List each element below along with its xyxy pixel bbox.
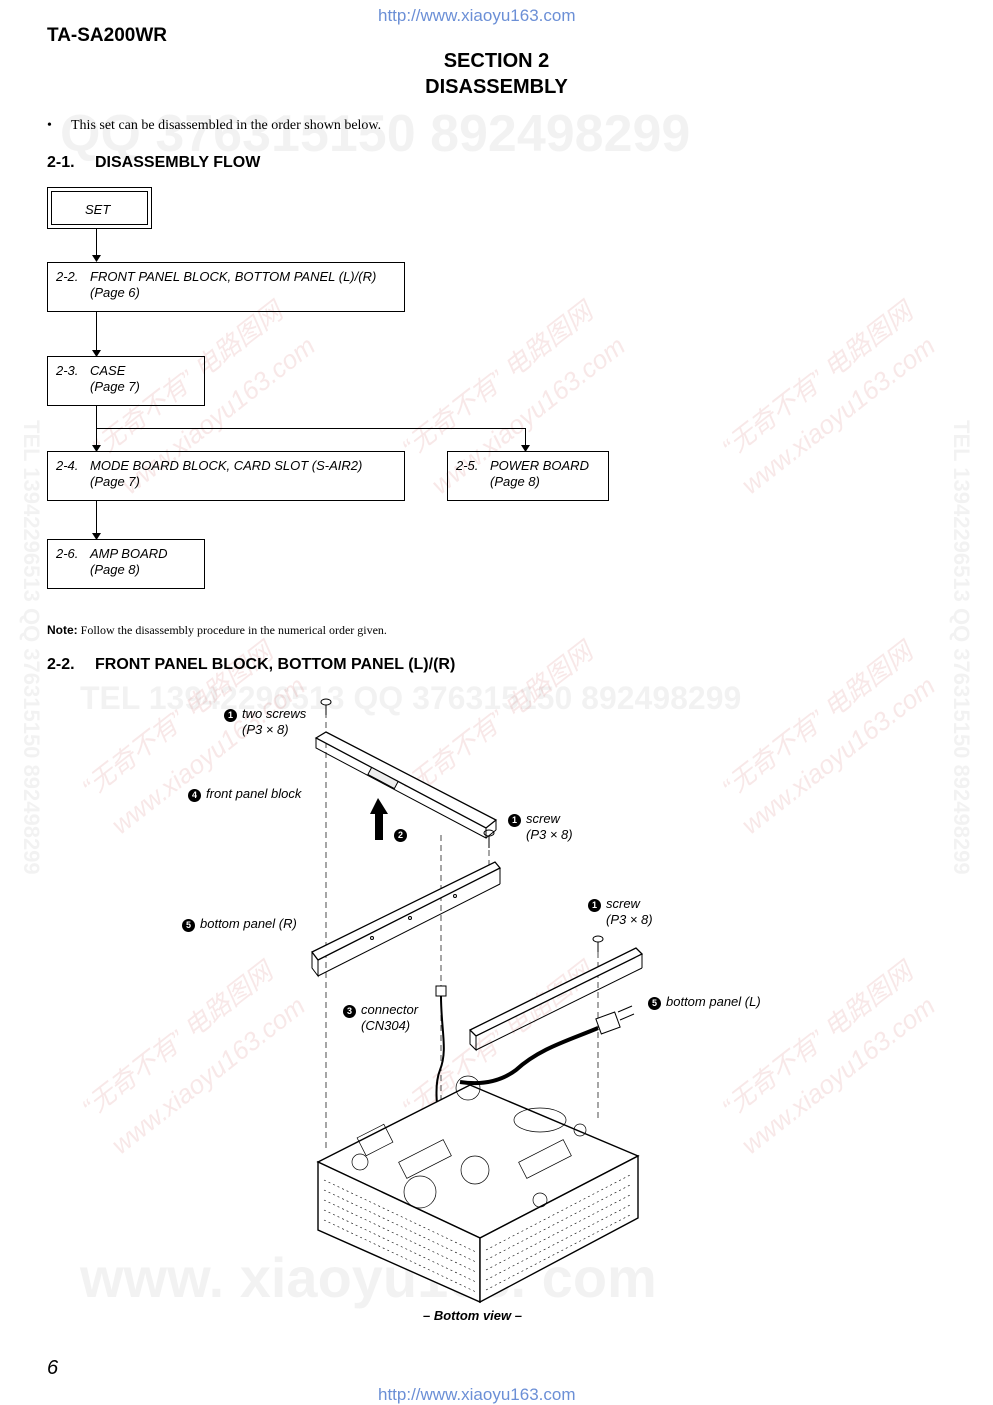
step-number-icon: 5 bbox=[182, 919, 195, 932]
callout-two-screws: 1 two screws (P3 × 8) bbox=[224, 706, 306, 737]
flow-box-title: CASE bbox=[90, 363, 126, 378]
flow-box-page: (Page 7) bbox=[90, 474, 140, 489]
callout-spec: (CN304) bbox=[361, 1018, 411, 1033]
flow-arrowhead bbox=[92, 533, 101, 540]
step-number-icon: 5 bbox=[648, 997, 661, 1010]
flow-box-2-5: 2-5. POWER BOARD (Page 8) bbox=[447, 451, 609, 501]
callout-connector: 3 connector (CN304) bbox=[343, 1002, 418, 1033]
flow-connector bbox=[96, 312, 97, 356]
flow-box-2-2: 2-2. FRONT PANEL BLOCK, BOTTOM PANEL (L)/… bbox=[47, 262, 405, 312]
flow-box-number: 2-4. bbox=[56, 458, 79, 473]
page-number: 6 bbox=[47, 1357, 59, 1379]
flow-heading-text: DISASSEMBLY FLOW bbox=[95, 154, 261, 171]
footer-url-link[interactable]: http://www.xiaoyu163.com bbox=[378, 1385, 576, 1404]
bullet: • bbox=[47, 118, 52, 133]
watermark-tel: TEL 13942296513 QQ 376315150 892498299 bbox=[80, 680, 742, 716]
watermark-side-left: TEL 13942296513 QQ 376315150 892498299 bbox=[19, 420, 44, 875]
watermark-side-right: TEL 13942296513 QQ 376315150 892498299 bbox=[949, 420, 974, 875]
callout-label: bottom panel (L) bbox=[666, 994, 761, 1009]
callout-label: connector bbox=[361, 1002, 419, 1017]
model-number: TA-SA200WR bbox=[47, 25, 167, 46]
flow-box-2-4: 2-4. MODE BOARD BLOCK, CARD SLOT (S-AIR2)… bbox=[47, 451, 405, 501]
step-number-icon: 3 bbox=[343, 1005, 356, 1018]
exploded-view-diagram bbox=[311, 698, 644, 1304]
flow-arrowhead bbox=[92, 255, 101, 262]
callout-label: screw bbox=[606, 896, 640, 911]
panel-heading: 2-2. FRONT PANEL BLOCK, BOTTOM PANEL (L)/… bbox=[47, 656, 455, 674]
callout-label: front panel block bbox=[206, 786, 302, 801]
flow-connector bbox=[96, 428, 526, 429]
flow-box-number: 2-3. bbox=[56, 363, 79, 378]
callout-screw-bottom-l: 1 screw (P3 × 8) bbox=[588, 896, 653, 927]
step-number-icon: 2 bbox=[394, 829, 407, 842]
callout-spec: (P3 × 8) bbox=[606, 912, 653, 927]
flow-box-2-3: 2-3. CASE (Page 7) bbox=[47, 356, 205, 406]
step-number-icon: 1 bbox=[508, 814, 521, 827]
callout-label: bottom panel (R) bbox=[200, 916, 297, 931]
step-number-icon: 4 bbox=[188, 789, 201, 802]
flow-box-title: AMP BOARD bbox=[90, 546, 168, 561]
flow-box-page: (Page 7) bbox=[90, 379, 140, 394]
panel-heading-text: FRONT PANEL BLOCK, BOTTOM PANEL (L)/(R) bbox=[95, 656, 456, 673]
flow-box-set: SET bbox=[47, 187, 152, 229]
watermark-qq: QQ 376315150 892498299 bbox=[60, 105, 691, 163]
note-text: Follow the disassembly procedure in the … bbox=[80, 623, 387, 637]
flow-box-number: 2-2. bbox=[56, 269, 79, 284]
screw-top bbox=[320, 698, 332, 715]
flow-box-title: MODE BOARD BLOCK, CARD SLOT (S-AIR2) bbox=[90, 458, 363, 473]
flow-arrowhead bbox=[521, 445, 530, 452]
flow-box-title: POWER BOARD bbox=[490, 458, 589, 473]
note-label: Note: bbox=[47, 623, 78, 637]
flow-connector bbox=[96, 501, 97, 539]
screw-left-panel bbox=[592, 935, 604, 952]
callout-bottom-panel-l: 5 bottom panel (L) bbox=[648, 994, 761, 1010]
callout-bottom-panel-r: 5 bottom panel (R) bbox=[182, 916, 297, 932]
intro-sentence: This set can be disassembled in the orde… bbox=[71, 118, 382, 133]
flow-box-page: (Page 8) bbox=[490, 474, 540, 489]
flow-arrowhead bbox=[92, 350, 101, 357]
flow-arrowhead bbox=[92, 445, 101, 452]
flow-box-2-6: 2-6. AMP BOARD (Page 8) bbox=[47, 539, 205, 589]
flow-connector bbox=[525, 428, 526, 451]
flow-heading-number: 2-1. bbox=[47, 154, 75, 171]
panel-heading-number: 2-2. bbox=[47, 656, 75, 673]
flow-box-number: 2-5. bbox=[456, 458, 479, 473]
callout-front-panel-block: 4 front panel block bbox=[188, 786, 301, 802]
note: Note: Follow the disassembly procedure i… bbox=[47, 623, 387, 638]
callout-step-2: 2 bbox=[394, 826, 412, 842]
flow-connector bbox=[96, 229, 97, 261]
flow-heading: 2-1. DISASSEMBLY FLOW bbox=[47, 154, 260, 172]
section-number: SECTION 2 bbox=[443, 50, 550, 72]
flow-box-page: (Page 8) bbox=[90, 562, 140, 577]
step-number-icon: 1 bbox=[588, 899, 601, 912]
header-url-link[interactable]: http://www.xiaoyu163.com bbox=[378, 6, 576, 25]
callout-label: screw bbox=[526, 811, 560, 826]
diagram-caption: – Bottom view – bbox=[423, 1308, 522, 1323]
section-title: DISASSEMBLY bbox=[425, 76, 568, 98]
callout-spec: (P3 × 8) bbox=[242, 722, 289, 737]
intro-text: • This set can be disassembled in the ord… bbox=[47, 118, 381, 134]
flow-box-title: FRONT PANEL BLOCK, BOTTOM PANEL (L)/(R) bbox=[90, 269, 377, 284]
flow-box-number: 2-6. bbox=[56, 546, 79, 561]
step-number-icon: 1 bbox=[224, 709, 237, 722]
callout-spec: (P3 × 8) bbox=[526, 827, 573, 842]
flow-box-set-label: SET bbox=[85, 202, 111, 217]
callout-screw-front: 1 screw (P3 × 8) bbox=[508, 811, 573, 842]
callout-label: two screws bbox=[242, 706, 307, 721]
flow-box-page: (Page 6) bbox=[90, 285, 140, 300]
